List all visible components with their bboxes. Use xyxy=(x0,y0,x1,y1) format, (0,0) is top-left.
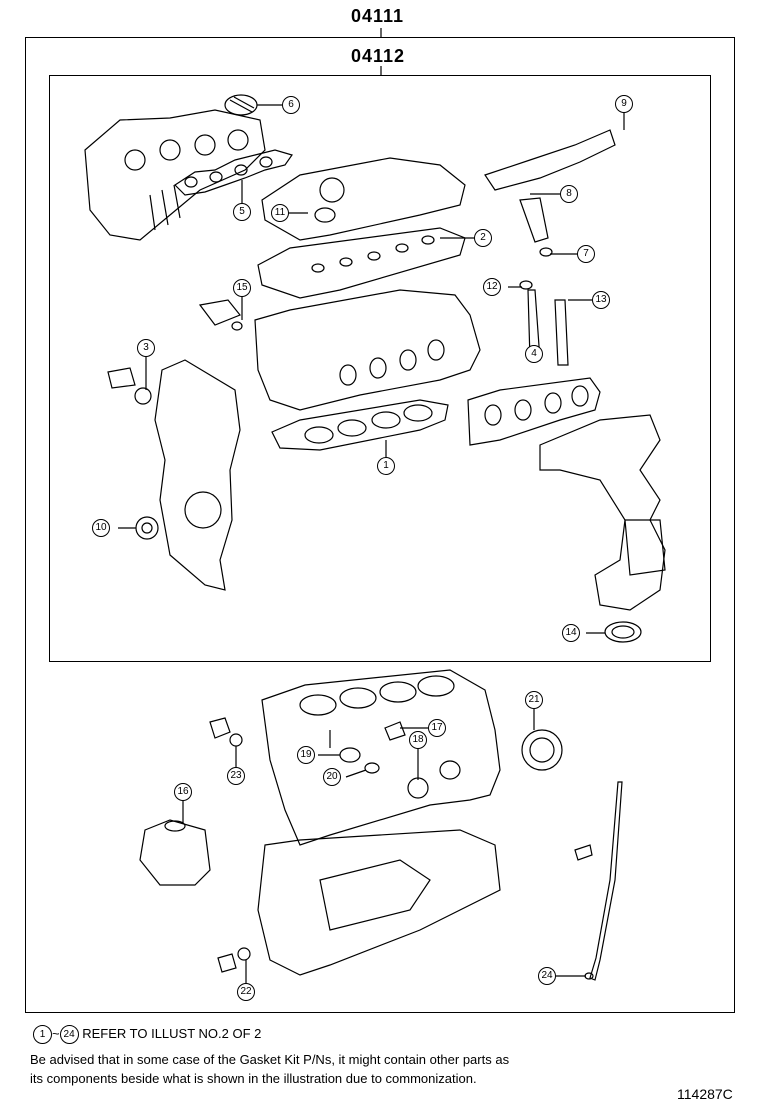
callout-11: 11 xyxy=(271,204,289,222)
callout-2: 2 xyxy=(474,229,492,247)
callout-14: 14 xyxy=(562,624,580,642)
callout-6: 6 xyxy=(282,96,300,114)
ref-end-number: 24 xyxy=(59,1025,79,1044)
ref-start-number: 1 xyxy=(33,1025,52,1044)
callout-22: 22 xyxy=(237,983,255,1001)
callout-18: 18 xyxy=(409,731,427,749)
callout-23: 23 xyxy=(227,767,245,785)
callout-13: 13 xyxy=(592,291,610,309)
advice-line-1: Be advised that in some case of the Gask… xyxy=(30,1052,510,1067)
callout-4: 4 xyxy=(525,345,543,363)
callout-16: 16 xyxy=(174,783,192,801)
callout-9: 9 xyxy=(615,95,633,113)
callout-17: 17 xyxy=(428,719,446,737)
callout-12: 12 xyxy=(483,278,501,296)
outer-kit-frame xyxy=(25,37,735,1013)
callout-7: 7 xyxy=(577,245,595,263)
callout-3: 3 xyxy=(137,339,155,357)
ref-range-tilde: ~ xyxy=(52,1025,60,1041)
illustration-id: 114287C xyxy=(677,1086,733,1102)
inner-kit-code: 04112 xyxy=(351,46,406,66)
advice-line-2: its components beside what is shown in t… xyxy=(30,1071,477,1086)
reference-note: 1~24 REFER TO ILLUST NO.2 OF 2 xyxy=(33,1025,261,1044)
ref-text: REFER TO ILLUST NO.2 OF 2 xyxy=(82,1025,262,1041)
callout-24: 24 xyxy=(538,967,556,985)
callout-8: 8 xyxy=(560,185,578,203)
callout-10: 10 xyxy=(92,519,110,537)
callout-21: 21 xyxy=(525,691,543,709)
inner-kit-frame xyxy=(49,75,711,662)
callout-5: 5 xyxy=(233,203,251,221)
callout-15: 15 xyxy=(233,279,251,297)
callout-1: 1 xyxy=(377,457,395,475)
callout-19: 19 xyxy=(297,746,315,764)
callout-20: 20 xyxy=(323,768,341,786)
outer-kit-code: 04111 xyxy=(351,6,405,26)
